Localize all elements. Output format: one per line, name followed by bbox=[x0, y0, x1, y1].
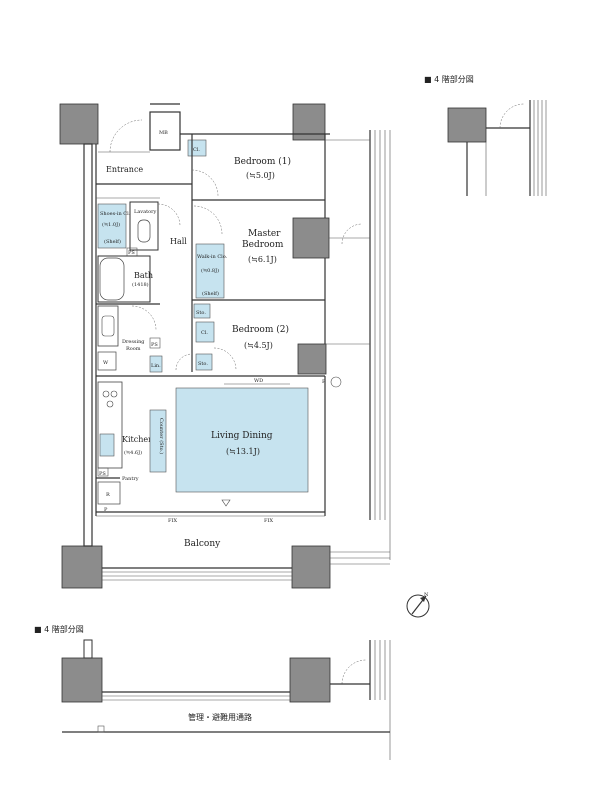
partial-plan-bottom: ■ 4 階部分図 管理・避難用通路 bbox=[34, 624, 391, 760]
dressing-label-2: Room bbox=[126, 346, 141, 352]
counter-storage bbox=[149, 409, 167, 473]
bedroom-1-size: (≒5.0J) bbox=[246, 171, 275, 180]
column-top-left bbox=[59, 103, 99, 145]
fridge bbox=[97, 481, 121, 505]
toilet-icon bbox=[137, 219, 151, 243]
column bbox=[61, 657, 103, 703]
column bbox=[447, 107, 487, 143]
section-label-bottom-left: ■ 4 階部分図 bbox=[34, 624, 84, 634]
main-plan: MB Cl. Bedroom (1) (≒5.0J) Entrance Shoe… bbox=[59, 103, 391, 589]
column-mid-right bbox=[292, 217, 330, 259]
kitchen-counter bbox=[97, 381, 123, 469]
sink-icon bbox=[101, 315, 115, 337]
walk-in-size: (≒0.8J) bbox=[201, 267, 219, 274]
walk-in-closet bbox=[195, 243, 225, 299]
bedroom-2-size: (≒4.5J) bbox=[244, 341, 273, 350]
compass: N bbox=[406, 592, 430, 618]
storage-1-label: Sto. bbox=[196, 310, 206, 316]
storage-1 bbox=[193, 303, 211, 319]
bathtub-icon bbox=[99, 257, 125, 301]
bedroom-2-label: Bedroom (2) bbox=[232, 324, 289, 335]
column-living-right bbox=[297, 343, 327, 375]
ps-2-label: PS bbox=[151, 342, 158, 348]
master-bedroom-label: Bedroom bbox=[242, 240, 284, 250]
bath-size: (1418) bbox=[132, 281, 149, 288]
washer-icon bbox=[97, 351, 117, 371]
ps-1-label: PS bbox=[128, 250, 135, 256]
kitchen-size: (≒4.6J) bbox=[124, 449, 142, 456]
vanity bbox=[97, 305, 119, 347]
kitchen-label: Kitchen bbox=[122, 435, 153, 444]
column-bottom-right bbox=[291, 545, 331, 589]
pantry-label: Pantry bbox=[122, 476, 139, 482]
corridor-label: 管理・避難用通路 bbox=[188, 712, 252, 722]
shoes-in-size: (≒1.0J) bbox=[102, 221, 120, 228]
storage-2-label: Sto. bbox=[198, 361, 208, 367]
shoes-in-label: Shoes-in Cl. bbox=[100, 211, 131, 217]
walk-in-shelf: (Shelf) bbox=[202, 290, 219, 297]
storage-2 bbox=[195, 353, 213, 371]
partial-plan-top-right: ■ 4 階部分図 bbox=[424, 74, 547, 196]
counter-label: Counter (Sto.) bbox=[158, 418, 165, 454]
closet-2-label: Cl. bbox=[201, 330, 208, 336]
ps-3-label: PS bbox=[99, 471, 106, 477]
linen-label: Lin. bbox=[151, 363, 161, 369]
lavatory-label: Lavatory bbox=[134, 209, 157, 215]
shoes-in-closet bbox=[97, 203, 127, 249]
fix-2-label: FIX bbox=[264, 518, 273, 524]
linen-closet bbox=[149, 355, 163, 373]
fridge-label: R bbox=[106, 492, 110, 498]
wd-label: WD bbox=[254, 378, 263, 384]
kitchen-sink bbox=[99, 433, 115, 457]
master-label: Master bbox=[248, 229, 281, 239]
living-dining bbox=[175, 387, 309, 493]
dressing-label: Dressing bbox=[122, 339, 145, 345]
entrance-label: Entrance bbox=[106, 165, 143, 174]
column-top-right bbox=[292, 103, 326, 141]
bath-label: Bath bbox=[134, 271, 153, 280]
mb-label: MB bbox=[159, 130, 168, 136]
p-right-label: P bbox=[322, 379, 326, 385]
fix-1-label: FIX bbox=[168, 518, 177, 524]
living-label: Living Dining bbox=[211, 431, 273, 441]
p-bottom-label: P bbox=[104, 507, 108, 513]
section-label-top-right: ■ 4 階部分図 bbox=[424, 74, 474, 84]
washer-label: W bbox=[103, 360, 109, 366]
bedroom-1-label: Bedroom (1) bbox=[234, 156, 291, 167]
shoes-in-shelf: (Shelf) bbox=[104, 238, 121, 245]
walk-in-label: Walk-in Clo. bbox=[197, 254, 228, 260]
living-size: (≒13.1J) bbox=[226, 447, 260, 456]
closet-1-label: Cl. bbox=[193, 147, 200, 153]
column bbox=[289, 657, 331, 703]
compass-north-label: N bbox=[424, 592, 429, 598]
column-bottom-left bbox=[61, 545, 103, 589]
closet-2 bbox=[195, 321, 215, 343]
balcony-label: Balcony bbox=[184, 539, 221, 549]
hall-label: Hall bbox=[170, 237, 187, 246]
master-size: (≒6.1J) bbox=[248, 255, 277, 264]
